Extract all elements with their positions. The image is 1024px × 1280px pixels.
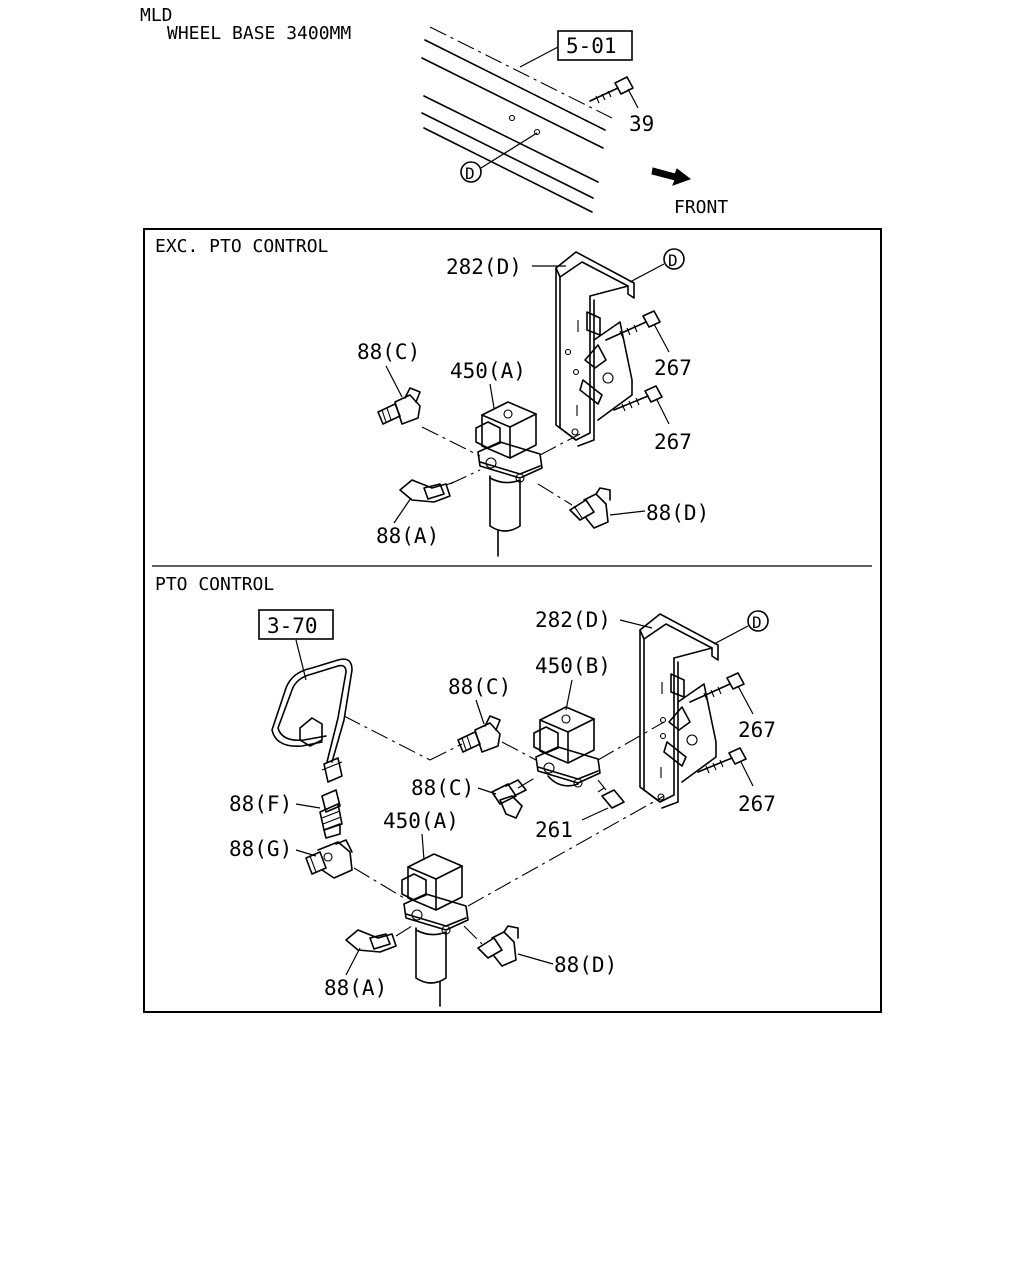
bolt-267-upper-icon [605, 310, 661, 341]
fitting-88c-lower-label: 88(C) [411, 776, 474, 800]
bolt-39-label: 39 [629, 112, 654, 136]
bolt-267-pto-lower-icon [697, 747, 747, 774]
solenoid-valve-450a-pto-icon[interactable] [401, 853, 469, 1007]
bolt-267-upper-label: 267 [654, 356, 692, 380]
fitting-88f-label: 88(F) [229, 792, 292, 816]
plug-261-icon[interactable] [597, 787, 625, 809]
fitting-88d-icon[interactable] [569, 487, 611, 529]
ref-3-70-label: 3-70 [267, 614, 318, 638]
ref-5-01-label: 5-01 [566, 34, 617, 58]
solenoid-valve-450b-icon[interactable] [533, 706, 601, 788]
front-arrow-icon [651, 167, 692, 186]
fitting-88c-upper-label: 88(C) [448, 675, 511, 699]
exc-pto-title: EXC. PTO CONTROL [155, 236, 329, 257]
bolt-267-pto-lower-label: 267 [738, 792, 776, 816]
pto-control-title: PTO CONTROL [155, 574, 274, 595]
plug-261-label: 261 [535, 818, 573, 842]
diagram-frame [143, 228, 882, 1013]
bracket-282d-pto-icon[interactable] [639, 613, 719, 809]
pipe-icon [271, 658, 353, 783]
circle-d-label-panel2: D [752, 613, 762, 632]
ref-box-3-70[interactable]: 3-70 [258, 609, 334, 640]
valve-450a-pto-label: 450(A) [383, 809, 459, 833]
circle-d-label-top: D [465, 164, 475, 183]
fitting-88a-icon[interactable] [399, 479, 455, 503]
front-label: FRONT [674, 197, 728, 218]
fitting-88g-label: 88(G) [229, 837, 292, 861]
fitting-88c-icon[interactable] [377, 387, 421, 425]
fitting-88a-pto-label: 88(A) [324, 976, 387, 1000]
bracket-282d-label: 282(D) [446, 255, 522, 279]
valve-450b-label: 450(B) [535, 654, 611, 678]
model-label: MLD [140, 5, 173, 26]
ref-box-5-01[interactable]: 5-01 [557, 30, 633, 61]
frame-rail [421, 26, 613, 213]
bolt-39-icon [589, 76, 634, 104]
fitting-88d-pto-icon[interactable] [477, 925, 519, 967]
bracket-282d-icon[interactable] [555, 251, 635, 447]
bolt-267-pto-upper-label: 267 [738, 718, 776, 742]
wheel-base-label: WHEEL BASE 3400MM [167, 23, 351, 44]
valve-450a-label: 450(A) [450, 359, 526, 383]
fitting-88a-pto-icon[interactable] [345, 929, 397, 953]
solenoid-valve-450a-icon[interactable] [475, 401, 543, 557]
bolt-267-pto-upper-icon [689, 672, 745, 703]
bolt-267-lower-icon [613, 385, 663, 412]
bracket-282d-pto-label: 282(D) [535, 608, 611, 632]
circle-d-label-panel1: D [668, 251, 678, 270]
fitting-88c-upper-icon[interactable] [457, 715, 501, 753]
bolt-267-lower-label: 267 [654, 430, 692, 454]
fitting-88a-label: 88(A) [376, 524, 439, 548]
fitting-88g-tee-icon[interactable] [305, 839, 353, 879]
fitting-88c-label: 88(C) [357, 340, 420, 364]
fitting-88f-icon[interactable] [319, 789, 343, 839]
fitting-88d-pto-label: 88(D) [554, 953, 617, 977]
fitting-88d-label: 88(D) [646, 501, 709, 525]
